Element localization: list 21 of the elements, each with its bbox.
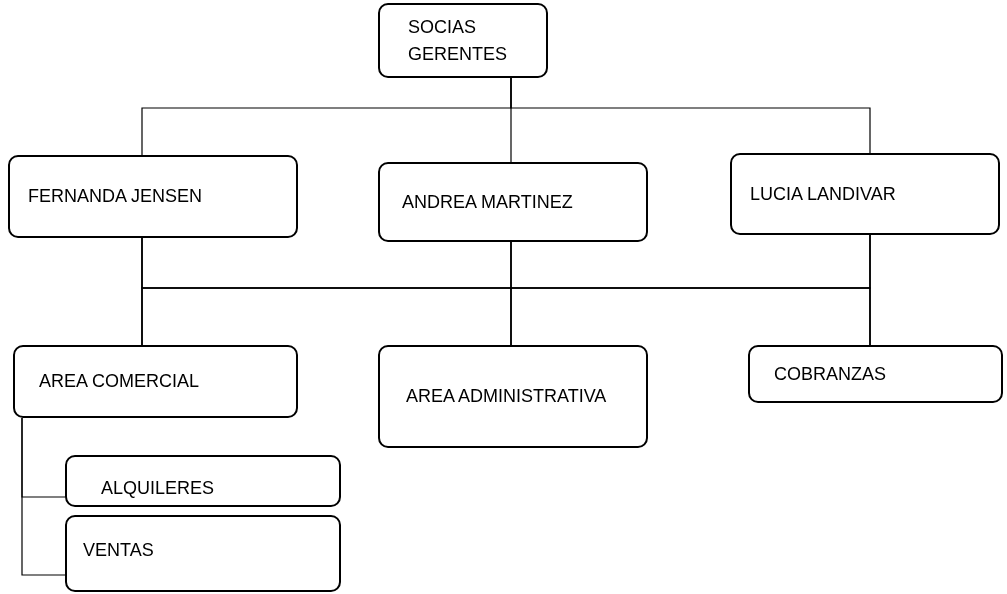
box-label: VENTAS xyxy=(83,539,154,562)
box-label: ALQUILERES xyxy=(101,477,215,500)
org-box xyxy=(65,455,341,507)
org-box xyxy=(378,162,648,242)
connector-line xyxy=(21,417,66,576)
box-label: FERNANDA JENSEN xyxy=(28,185,203,209)
org-box xyxy=(65,515,341,592)
box-label: ANDREA MARTINEZ xyxy=(402,190,573,214)
box-label: AREA ADMINISTRATIVA xyxy=(406,385,607,409)
org-box xyxy=(378,345,648,448)
org-box xyxy=(730,153,1000,235)
org-box xyxy=(378,3,548,78)
connector-line xyxy=(869,234,871,346)
org-box xyxy=(13,345,298,418)
org-box xyxy=(748,345,1003,403)
org-box xyxy=(8,155,298,238)
box-label: COBRANZAS xyxy=(774,362,887,386)
box-label: AREA COMERCIAL xyxy=(39,370,200,394)
connector-line xyxy=(510,77,871,154)
box-label: SOCIAS GERENTES xyxy=(408,16,509,66)
box-label: LUCIA LANDIVAR xyxy=(750,182,896,206)
